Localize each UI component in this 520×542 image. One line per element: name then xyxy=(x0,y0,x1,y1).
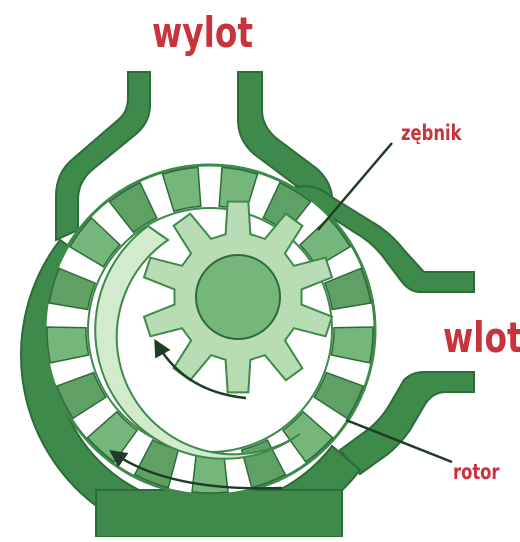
inlet-label: wlot xyxy=(443,313,520,362)
gear-hub xyxy=(196,255,280,339)
outlet-label: wylot xyxy=(152,8,253,57)
gear-label: zębnik xyxy=(401,121,462,145)
casing-base xyxy=(96,490,342,537)
rotor-label: rotor xyxy=(453,460,499,484)
